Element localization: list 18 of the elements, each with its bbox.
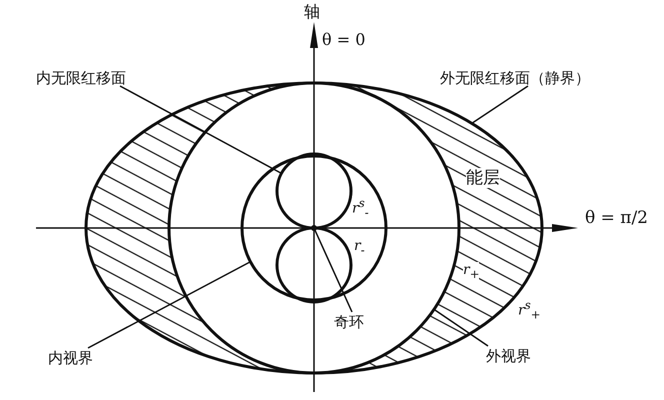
- horizon-circle: [240, 154, 388, 302]
- axis-label: 能层: [466, 168, 500, 188]
- callout-label: 内视界: [48, 349, 93, 367]
- callout-label: 外视界: [486, 347, 531, 365]
- callout-label: 奇环: [334, 313, 364, 331]
- leader-line: [434, 308, 488, 347]
- axis-label: θ = π/2: [585, 208, 648, 228]
- horizon-circle: [276, 226, 352, 304]
- callout-label: 内无限红移面: [36, 69, 126, 87]
- callout-label: 外无限红移面（静界）: [440, 69, 590, 87]
- horizon-circle: [276, 152, 352, 230]
- leader-line: [471, 85, 528, 124]
- leader-line: [313, 228, 353, 312]
- axis-label: θ = 0: [322, 30, 366, 50]
- leader-line: [120, 85, 282, 174]
- axis-label: 轴: [304, 2, 320, 22]
- radius-label: r$_{+}$: [463, 262, 480, 281]
- leader-line: [88, 261, 251, 349]
